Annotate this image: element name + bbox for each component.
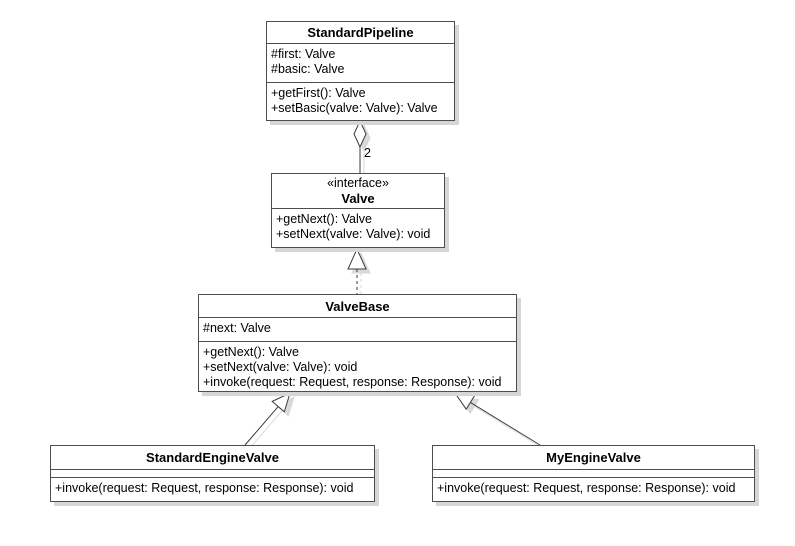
realization-triangle-icon: [347, 247, 367, 270]
uml-method: +getNext(): Valve: [203, 345, 299, 359]
class-valve-interface: «interface» Valve +getNext(): Valve +set…: [271, 173, 445, 248]
attributes-compartment: #next: Valve: [199, 317, 516, 341]
class-name-valve: Valve: [341, 191, 375, 206]
uml-attribute: #basic: Valve: [271, 62, 345, 76]
class-name-valvebase: ValveBase: [325, 298, 390, 314]
uml-attribute: #first: Valve: [271, 47, 336, 61]
uml-method: +invoke(request: Request, response: Resp…: [437, 481, 736, 495]
class-name-standardenginevalve: StandardEngineValve: [146, 450, 279, 465]
aggregation-diamond-icon: [353, 119, 367, 149]
uml-method: +getNext(): Valve: [276, 212, 372, 226]
uml-method: +setBasic(valve: Valve): Valve: [271, 101, 438, 115]
attributes-compartment-empty: [51, 469, 374, 477]
class-standardpipeline: StandardPipeline #first: Valve #basic: V…: [266, 21, 455, 121]
class-standardenginevalve: StandardEngineValve +invoke(request: Req…: [50, 445, 375, 502]
uml-method: +invoke(request: Request, response: Resp…: [55, 481, 354, 495]
methods-compartment: +getFirst(): Valve +setBasic(valve: Valv…: [267, 82, 454, 120]
uml-method: +setNext(valve: Valve): void: [203, 360, 358, 374]
attributes-compartment: #first: Valve #basic: Valve: [267, 43, 454, 82]
generalization-line-right: [470, 401, 541, 446]
uml-method: +invoke(request: Request, response: Resp…: [203, 375, 502, 389]
class-myenginevalve: MyEngineValve +invoke(request: Request, …: [432, 445, 755, 502]
class-valvebase: ValveBase #next: Valve +getNext(): Valve…: [198, 294, 517, 392]
attributes-compartment-empty: [433, 469, 754, 477]
class-name-standardpipeline: StandardPipeline: [307, 25, 414, 40]
methods-compartment: +getNext(): Valve +setNext(valve: Valve)…: [199, 341, 516, 391]
aggregation-multiplicity-label: 2: [364, 146, 371, 160]
uml-method: +getFirst(): Valve: [271, 86, 366, 100]
generalization-triangle-left-icon: [271, 392, 291, 413]
generalization-triangle-right-icon: [453, 392, 476, 411]
class-name-myenginevalve: MyEngineValve: [546, 450, 641, 465]
class-header-valve: «interface» Valve: [272, 174, 444, 208]
methods-compartment: +invoke(request: Request, response: Resp…: [51, 477, 374, 501]
methods-compartment: +getNext(): Valve +setNext(valve: Valve)…: [272, 208, 444, 247]
stereotype-label: «interface»: [327, 176, 389, 190]
uml-method: +setNext(valve: Valve): void: [276, 227, 431, 241]
methods-compartment: +invoke(request: Request, response: Resp…: [433, 477, 754, 501]
uml-attribute: #next: Valve: [203, 321, 271, 335]
generalization-line-left: [244, 406, 279, 446]
